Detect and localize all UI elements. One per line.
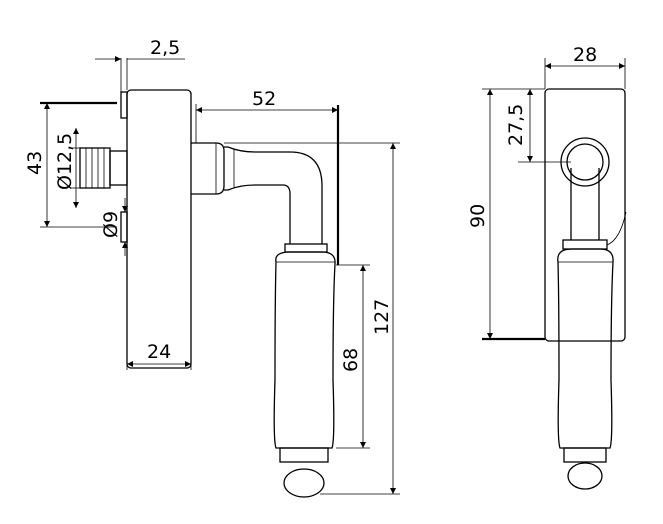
dim-43: 43 (24, 151, 46, 175)
grip (273, 251, 336, 449)
ferrule (284, 243, 328, 253)
dim-52: 52 (252, 88, 276, 110)
front-plate (544, 88, 626, 342)
front-neck (570, 168, 600, 240)
dim-diam-9: Ø9 (100, 211, 122, 238)
handle-side-edge (606, 211, 627, 246)
dim-68: 68 (340, 348, 362, 372)
dim-28: 28 (573, 44, 597, 66)
dim-27-5: 27,5 (505, 104, 527, 146)
plate-top-tab (120, 91, 128, 119)
front-view: 28 27,5 90 (467, 44, 627, 490)
handle-arm (224, 146, 323, 244)
front-end-cap-ring (563, 447, 607, 463)
dim-diam-12-5: Ø12,5 (54, 133, 76, 190)
front-grip (557, 248, 614, 449)
dim-24: 24 (147, 341, 171, 363)
end-cap (283, 468, 325, 498)
dim-127: 127 (371, 299, 393, 335)
spindle (79, 147, 128, 189)
end-cap-ring (279, 447, 329, 463)
front-ferrule (562, 239, 608, 250)
front-end-cap (567, 462, 603, 490)
rosette-inner (566, 143, 604, 181)
base-plate (126, 89, 192, 369)
side-view: 2,5 52 43 Ø12,5 Ø9 24 68 (24, 37, 400, 498)
rosette-collar (191, 142, 225, 195)
dim-90: 90 (467, 204, 489, 228)
dim-2-5: 2,5 (150, 37, 180, 59)
